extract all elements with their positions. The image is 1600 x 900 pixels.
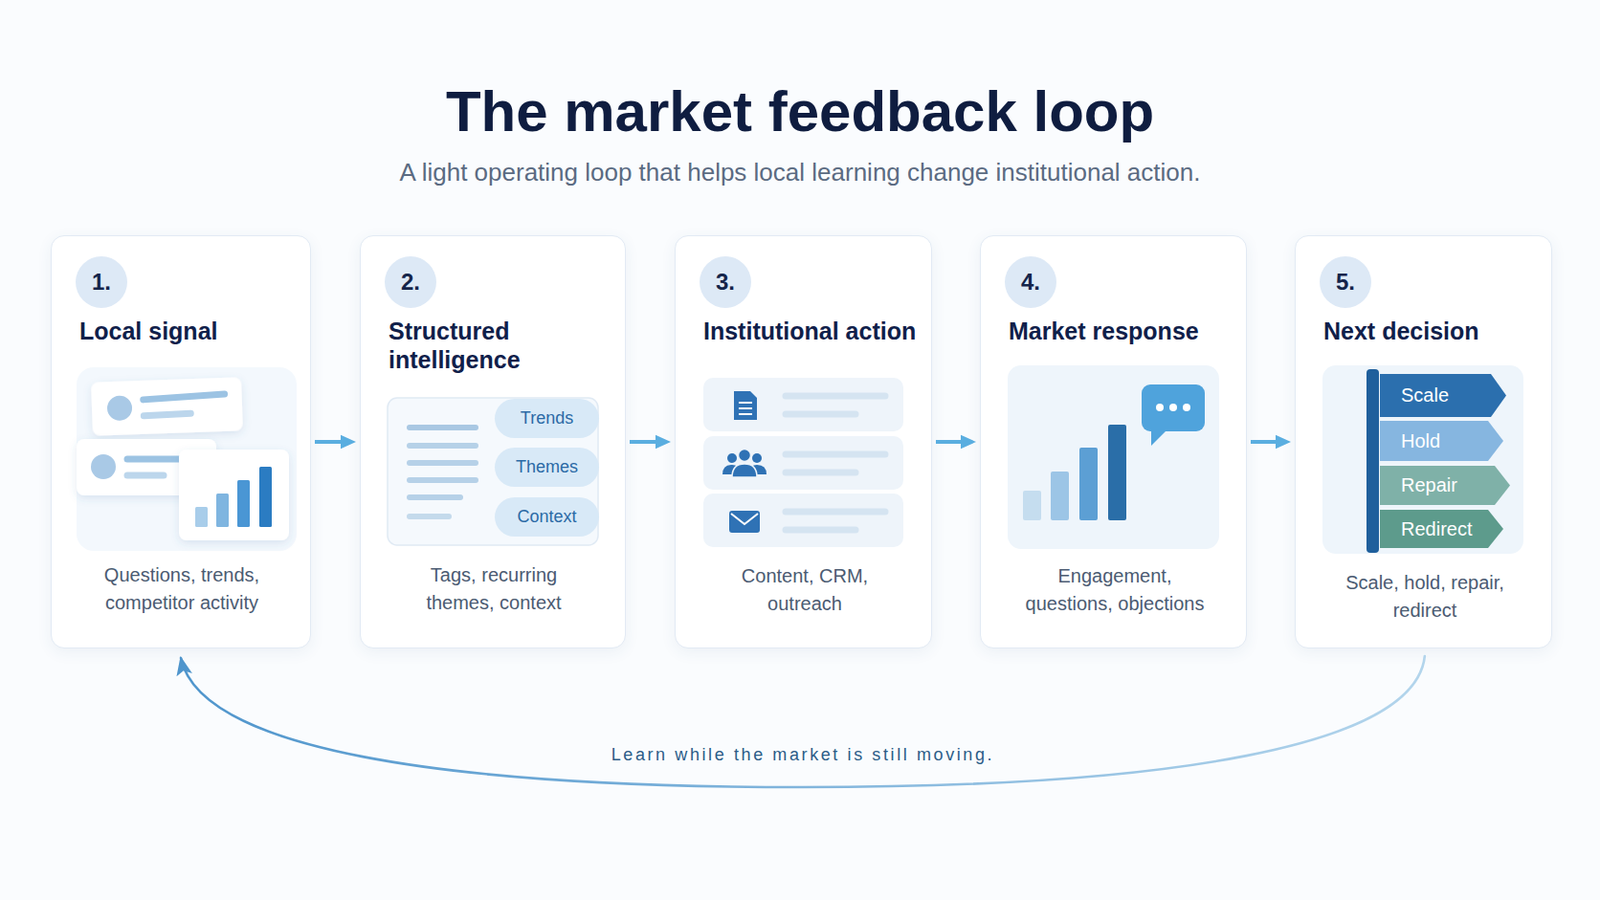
- theme-pill: Trends: [494, 399, 600, 439]
- step-number: 3.: [699, 256, 752, 309]
- step-number: 5.: [1319, 256, 1372, 309]
- decision-sign: Hold: [1379, 421, 1504, 462]
- decision-sign: Scale: [1379, 374, 1507, 418]
- step-title: Local signal: [79, 316, 300, 346]
- flow-arrow: [314, 440, 351, 445]
- sign-text: Scale: [1379, 374, 1507, 418]
- decision-sign: Redirect: [1379, 510, 1504, 549]
- step-number: 4.: [1004, 256, 1057, 309]
- flow-arrow: [1250, 440, 1286, 445]
- sign-arrow: [1379, 466, 1511, 506]
- sign-arrow: [1379, 510, 1504, 549]
- step-description: Tags, recurring themes, context: [402, 561, 585, 618]
- step-title: Next decision: [1323, 316, 1544, 346]
- sign-arrow: [1379, 374, 1507, 418]
- step-number-text: 1.: [75, 256, 128, 309]
- step-number-text: 5.: [1319, 256, 1372, 309]
- step-number-text: 2.: [384, 256, 437, 309]
- step-description: Content, CRM, outreach: [718, 562, 891, 619]
- step-number: 2.: [384, 256, 437, 309]
- sign-text: Hold: [1379, 421, 1504, 462]
- step-card: Structured intelligenceTags, recurring t…: [359, 235, 626, 649]
- step-card: Institutional actionContent, CRM, outrea…: [674, 235, 933, 649]
- step-title: Market response: [1008, 316, 1239, 346]
- sign-text: Repair: [1379, 466, 1511, 506]
- sign-text: Redirect: [1379, 510, 1504, 549]
- theme-pill: Themes: [494, 447, 600, 488]
- step-number: 1.: [75, 256, 128, 309]
- theme-pill-text: Trends: [494, 399, 600, 439]
- feedback-loop-arrow: [180, 656, 1425, 788]
- step-card: Next decisionScale, hold, repair, redire…: [1294, 235, 1553, 649]
- diagram-caption: A light operating loop that helps local …: [0, 156, 1600, 188]
- step-title: Institutional action: [703, 316, 934, 346]
- step-description: Questions, trends, competitor activity: [86, 561, 278, 618]
- diagram-title: The market feedback loop: [0, 77, 1600, 147]
- step-card: Local signalQuestions, trends, competito…: [50, 235, 312, 649]
- decision-sign: Repair: [1379, 466, 1511, 506]
- loop-label: Learn while the market is still moving.: [611, 744, 996, 766]
- step-number-text: 4.: [1004, 256, 1057, 309]
- sign-arrow: [1379, 421, 1504, 462]
- theme-pill-text: Themes: [494, 447, 600, 488]
- step-card: Market responseEngagement, questions, ob…: [979, 235, 1247, 649]
- step-description: Scale, hold, repair, redirect: [1329, 569, 1521, 625]
- step-number-text: 3.: [699, 256, 752, 309]
- theme-pill: Context: [494, 497, 600, 537]
- flow-arrow: [935, 440, 971, 445]
- theme-pill-text: Context: [494, 497, 600, 537]
- sign-shape: [1379, 421, 1504, 462]
- flow-arrow: [629, 440, 666, 445]
- step-title: Structured intelligence: [388, 316, 580, 375]
- step-description: Engagement, questions, objections: [1021, 562, 1209, 619]
